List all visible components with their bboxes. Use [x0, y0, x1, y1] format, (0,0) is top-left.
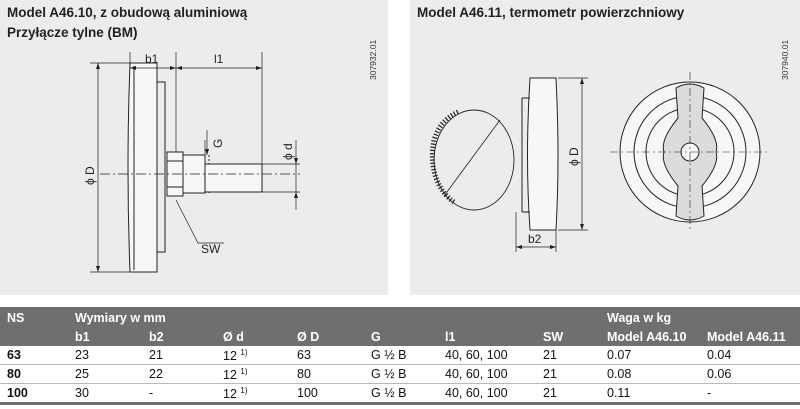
- cell-ns: 100: [0, 383, 68, 405]
- cell-sw: 21: [536, 383, 600, 405]
- panel-title: Model A46.10, z obudową aluminiową: [7, 5, 248, 20]
- cell-weight-a46-11: 0.04: [700, 346, 800, 365]
- cell-weight-a46-10: 0.07: [600, 346, 700, 365]
- label-b1: b1: [145, 52, 159, 66]
- header-D: Ø D: [290, 328, 364, 346]
- header-ns: NS: [0, 307, 68, 328]
- header-weight: Waga w kg: [600, 307, 800, 328]
- cell-b1: 23: [68, 346, 142, 365]
- cell-D: 63: [290, 346, 364, 365]
- cell-d: 12 1): [216, 346, 290, 365]
- header-b2: b2: [142, 328, 216, 346]
- label-b2: b2: [528, 232, 542, 246]
- label-g: G: [211, 139, 225, 148]
- header-model-a46-10: Model A46.10: [600, 328, 700, 346]
- cell-d: 12 1): [216, 364, 290, 384]
- header-d: Ø d: [216, 328, 290, 346]
- cell-b1: 30: [68, 383, 142, 405]
- cell-l1: 40, 60, 100: [438, 383, 536, 405]
- header-dimensions: Wymiary w mm: [68, 307, 600, 328]
- cell-sw: 21: [536, 346, 600, 365]
- panel-title: Model A46.11, termometr powierzchniowy: [417, 5, 685, 20]
- cell-g: G ½ B: [364, 364, 438, 384]
- cell-weight-a46-10: 0.08: [600, 364, 700, 384]
- header-sw: SW: [536, 328, 600, 346]
- footnote-marker: 1): [240, 385, 248, 395]
- label-sw: SW: [201, 242, 221, 256]
- cell-sw: 21: [536, 364, 600, 384]
- cell-ns: 63: [0, 346, 68, 365]
- cell-g: G ½ B: [364, 383, 438, 405]
- table-row: 63 23 21 12 1) 63 G ½ B 40, 60, 100 21 0…: [0, 346, 800, 365]
- header-b1: b1: [68, 328, 142, 346]
- technical-drawing-a46-11: ϕ D b2: [429, 72, 770, 252]
- cell-ns: 80: [0, 364, 68, 384]
- specification-table: NS Wymiary w mm Waga w kg b1 b2 Ø d Ø D …: [0, 307, 800, 405]
- footnote-marker: 1): [240, 347, 248, 357]
- cell-b2: 21: [142, 346, 216, 365]
- table-row: 100 30 - 12 1) 100 G ½ B 40, 60, 100 21 …: [0, 383, 800, 405]
- cell-b1: 25: [68, 364, 142, 384]
- cell-weight-a46-10: 0.11: [600, 383, 700, 405]
- header-model-a46-11: Model A46.11: [700, 328, 800, 346]
- cell-D: 100: [290, 383, 364, 405]
- cell-g: G ½ B: [364, 346, 438, 365]
- cell-l1: 40, 60, 100: [438, 364, 536, 384]
- label-d: ϕ d: [281, 143, 295, 160]
- cell-weight-a46-11: -: [700, 383, 800, 405]
- header-l1: l1: [438, 328, 536, 346]
- footnote-marker: 1): [240, 366, 248, 376]
- label-D: ϕ D: [567, 147, 581, 166]
- label-D: ϕ D: [83, 166, 97, 185]
- table-row: 80 25 22 12 1) 80 G ½ B 40, 60, 100 21 0…: [0, 364, 800, 384]
- drawing-panel-a46-10: Model A46.10, z obudową aluminiową Przył…: [0, 0, 388, 295]
- cell-d: 12 1): [216, 383, 290, 405]
- cell-l1: 40, 60, 100: [438, 346, 536, 365]
- drawing-panel-a46-11: Model A46.11, termometr powierzchniowy 3…: [410, 0, 800, 295]
- label-l1: l1: [214, 52, 224, 66]
- panel-subtitle: Przyłącze tylne (BM): [7, 25, 138, 40]
- cell-b2: -: [142, 383, 216, 405]
- cell-weight-a46-11: 0.06: [700, 364, 800, 384]
- technical-drawing-a46-10: b1 l1 G ϕ d ϕ D SW: [83, 52, 300, 273]
- cell-D: 80: [290, 364, 364, 384]
- header-g: G: [364, 328, 438, 346]
- cell-b2: 22: [142, 364, 216, 384]
